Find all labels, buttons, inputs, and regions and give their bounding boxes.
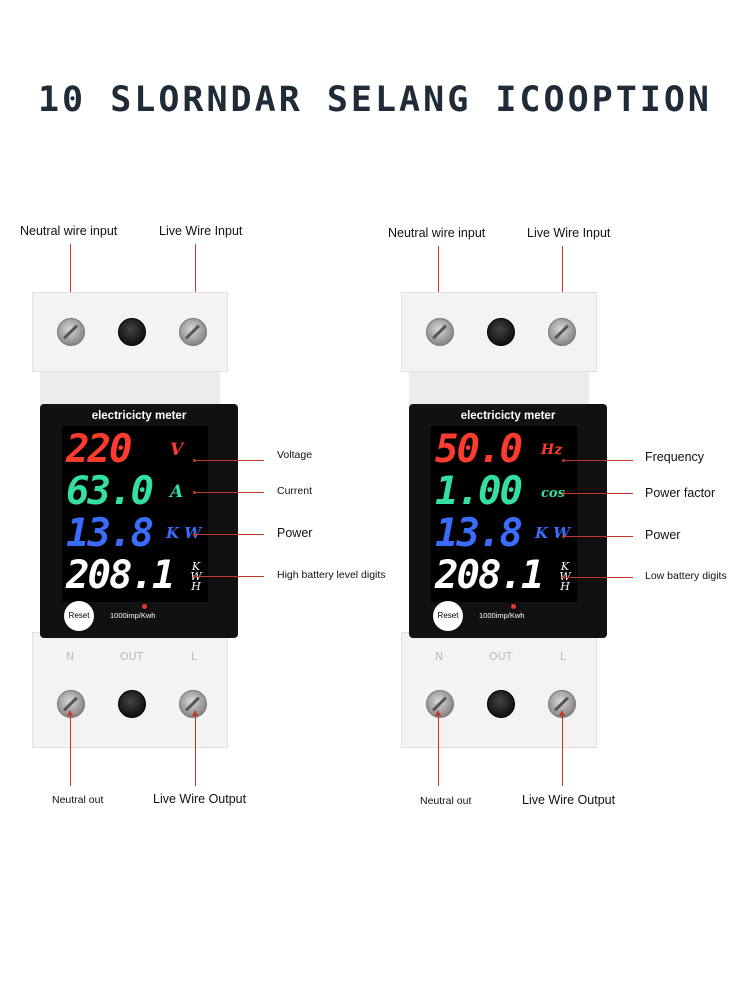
left-voltage-label: Voltage — [277, 449, 313, 461]
left-neutral-out-pointer — [70, 716, 72, 786]
left-imp-rate: 1000imp/Kwh — [110, 611, 156, 620]
right-power-dot — [562, 535, 565, 538]
right-lcd-display: 50.0 Hz 1.00 cos 13.8 K W 208.1 KWH — [431, 426, 577, 602]
left-power-unit: K W — [166, 524, 202, 542]
right-power-label: Power — [645, 528, 681, 542]
right-reset-button[interactable]: Reset — [433, 601, 463, 631]
left-live-input-label: Live Wire Input — [159, 224, 243, 238]
right-bottom-center-screw — [487, 690, 515, 718]
page-title: 10 SLORNDAR SELANG ICOOPTION — [37, 80, 712, 120]
left-neutral-out-label: Neutral out — [52, 794, 104, 806]
left-energy-pointer — [196, 576, 264, 577]
right-power-factor-label: Power factor — [645, 486, 716, 500]
right-top-neutral-screw — [426, 318, 454, 346]
left-energy-digits: 208.1 — [66, 553, 175, 598]
right-bottom-terminal-out: OUT — [489, 650, 513, 663]
left-power-label: Power — [277, 526, 313, 540]
left-voltage-pointer — [196, 460, 264, 461]
left-voltage-dot — [193, 459, 196, 462]
left-neutral-out-arrow — [67, 710, 73, 716]
left-bottom-terminal-l: L — [191, 650, 198, 663]
left-pulse-led — [142, 604, 147, 609]
right-power-unit: K W — [535, 524, 571, 542]
right-neutral-out-label: Neutral out — [420, 795, 472, 807]
left-live-out-pointer — [195, 716, 197, 786]
left-energy-label: High battery level digits — [277, 569, 386, 581]
left-top-center-screw — [118, 318, 146, 346]
right-top-center-screw — [487, 318, 515, 346]
right-meter-screen: electricicty meter 50.0 Hz 1.00 cos 13.8… — [409, 404, 607, 638]
right-frequency-digits: 50.0 — [435, 427, 523, 472]
left-voltage-digits: 220 — [66, 427, 132, 472]
left-voltage-unit: V — [170, 440, 184, 460]
right-frequency-unit: Hz — [541, 442, 563, 458]
right-bottom-terminal-n: N — [435, 650, 444, 663]
left-bottom-center-screw — [118, 690, 146, 718]
right-neutral-input-label: Neutral wire input — [388, 226, 486, 240]
right-bottom-terminal-l: L — [560, 650, 567, 663]
left-current-pointer — [196, 492, 264, 493]
right-live-input-label: Live Wire Input — [527, 226, 611, 240]
right-live-out-label: Live Wire Output — [522, 793, 616, 807]
right-meter-title: electricicty meter — [460, 410, 556, 422]
right-power-factor-dot — [562, 492, 565, 495]
right-frequency-dot — [562, 459, 565, 462]
right-imp-rate: 1000imp/Kwh — [479, 611, 525, 620]
left-live-out-arrow — [192, 710, 198, 716]
right-power-factor-unit: cos — [541, 486, 565, 501]
left-energy-dot — [193, 575, 196, 578]
left-neutral-input-label: Neutral wire input — [20, 224, 118, 238]
right-power-digits: 13.8 — [435, 511, 523, 556]
right-live-input-pointer — [562, 246, 564, 308]
right-live-out-arrow — [559, 710, 565, 716]
right-neutral-out-pointer — [438, 716, 440, 786]
right-live-out-pointer — [562, 716, 564, 786]
left-current-digits: 63.0 — [66, 469, 154, 514]
left-meter-title: electricicty meter — [91, 410, 187, 422]
left-energy-unit: KWH — [190, 560, 201, 593]
right-frequency-label: Frequency — [645, 450, 705, 464]
left-bottom-neutral-screw — [57, 690, 85, 718]
right-energy-label: Low battery digits — [645, 570, 727, 582]
right-energy-dot — [562, 576, 565, 579]
right-neutral-input-pointer — [438, 246, 440, 308]
left-live-input-pointer — [195, 244, 197, 308]
left-neutral-input-pointer — [70, 244, 72, 308]
right-energy-pointer — [565, 577, 633, 578]
left-reset-button[interactable]: Reset — [64, 601, 94, 631]
left-power-digits: 13.8 — [66, 511, 154, 556]
right-meter-device: N L N OUT L electricicty meter 50.0 Hz 1… — [401, 292, 607, 748]
left-meter-device: N L N OUT L electricicty meter 220 V 63.… — [32, 292, 238, 748]
right-power-pointer — [565, 536, 633, 537]
left-top-live-screw — [179, 318, 207, 346]
right-pulse-led — [511, 604, 516, 609]
right-frequency-pointer — [565, 460, 633, 461]
left-lcd-display: 220 V 63.0 A 13.8 K W 208.1 KWH — [62, 426, 208, 602]
left-current-dot — [193, 491, 196, 494]
right-energy-unit: KWH — [559, 560, 570, 593]
right-top-live-screw — [548, 318, 576, 346]
right-energy-digits: 208.1 — [435, 553, 544, 598]
left-live-out-label: Live Wire Output — [153, 792, 247, 806]
left-current-label: Current — [277, 485, 313, 497]
right-power-factor-digits: 1.00 — [435, 469, 523, 514]
right-neutral-out-arrow — [435, 710, 441, 716]
right-power-factor-pointer — [565, 493, 633, 494]
left-bottom-terminal-out: OUT — [120, 650, 144, 663]
left-meter-screen: electricicty meter 220 V 63.0 A 13.8 K W… — [40, 404, 238, 638]
left-current-unit: A — [170, 482, 184, 502]
left-top-neutral-screw — [57, 318, 85, 346]
left-power-dot — [193, 533, 196, 536]
left-power-pointer — [196, 534, 264, 535]
left-bottom-terminal-n: N — [66, 650, 75, 663]
